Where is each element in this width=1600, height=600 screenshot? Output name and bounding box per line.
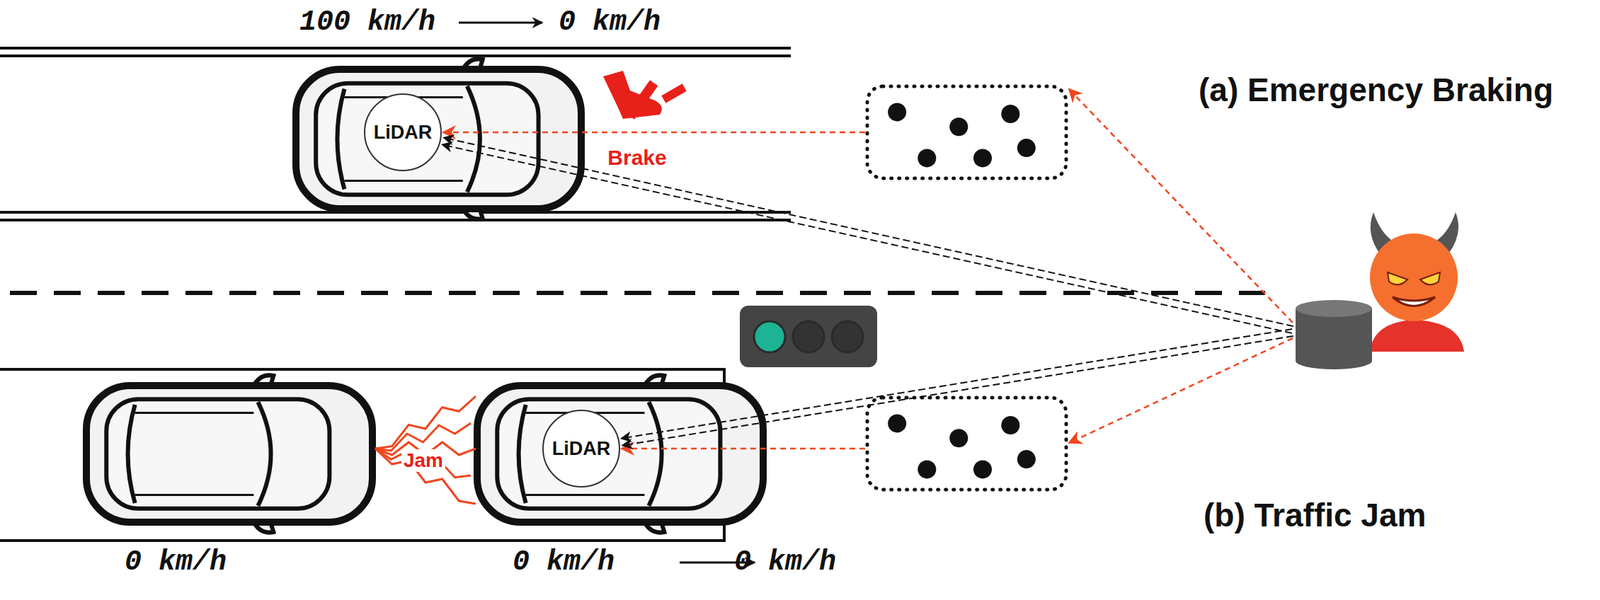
injection-arrow: [1069, 338, 1293, 444]
brake-icon: [603, 70, 687, 120]
road-edge: [0, 54, 791, 58]
pedal-symbol: [661, 83, 687, 103]
sensor-label: LiDAR: [373, 121, 433, 144]
injection-arrow: [1069, 89, 1293, 323]
speed-arrow: [458, 21, 543, 25]
windshield: [648, 402, 662, 507]
devil-body: [1369, 320, 1465, 352]
laser-beam: [443, 138, 1294, 327]
road-edge: [0, 46, 791, 50]
speed-label: 0 km/h: [512, 546, 615, 580]
point-cloud: [867, 397, 1067, 490]
rear-window: [518, 404, 527, 504]
car-body: [477, 385, 764, 523]
speed-label: 100 km/h: [299, 6, 436, 39]
car-cabin: [106, 399, 330, 509]
point: [973, 460, 992, 479]
roof-line: [135, 413, 255, 496]
point: [887, 102, 907, 122]
lamp: [831, 321, 864, 353]
car: [477, 375, 764, 533]
devil-eye: [1420, 272, 1440, 285]
zigzag: [375, 423, 471, 451]
lidar-sensor: LiDAR: [542, 409, 621, 488]
pedal-symbol: [626, 80, 659, 120]
action-label: Brake: [607, 145, 667, 171]
lamp: [792, 321, 825, 353]
spoofed-points-arrow: [621, 448, 866, 451]
point: [1001, 416, 1020, 435]
action-label: Jam: [401, 449, 446, 473]
dotted-box: [867, 86, 1067, 179]
point: [1017, 450, 1036, 469]
road-edge: [0, 218, 791, 222]
car-cabin: [496, 399, 720, 509]
scenario-title: (b) Traffic Jam: [1203, 496, 1426, 535]
lane-divider: [9, 290, 1266, 296]
point: [1001, 104, 1020, 124]
sensor-label: LiDAR: [552, 438, 611, 461]
scenario-title: (a) Emergency Braking: [1198, 71, 1554, 110]
lidar-sensor: LiDAR: [363, 93, 442, 172]
point-cloud: [867, 86, 1067, 179]
car-body: [86, 385, 373, 523]
device-top: [1295, 300, 1373, 318]
car: [86, 375, 373, 533]
car-cabin: [315, 83, 539, 196]
point: [1017, 138, 1036, 158]
laser-beam: [620, 329, 1293, 439]
point: [887, 414, 907, 433]
devil-head: [1369, 233, 1458, 322]
point: [949, 117, 968, 136]
traffic-light: [739, 305, 878, 368]
point: [917, 460, 936, 479]
speed-label: 0 km/h: [124, 546, 227, 580]
point: [949, 429, 968, 448]
jam-burst: [375, 396, 476, 505]
attacker: [1295, 212, 1465, 370]
rear-window: [336, 89, 345, 190]
windshield: [257, 402, 271, 507]
laser-beam: [622, 336, 1294, 447]
laser-beam: [442, 144, 1293, 333]
boot-symbol: [603, 70, 662, 119]
speed-label: 0 km/h: [734, 546, 837, 580]
spoofed-points-arrow: [443, 131, 866, 134]
point: [917, 148, 936, 168]
lamp: [753, 321, 786, 353]
zigzag: [375, 448, 476, 505]
windshield: [467, 86, 480, 193]
traffic-light-body: [739, 305, 878, 368]
devil-eye: [1387, 272, 1408, 285]
car: [295, 58, 582, 219]
rear-window: [128, 404, 136, 504]
point: [973, 148, 992, 168]
attack-device: [1295, 300, 1373, 370]
roads: [0, 48, 1266, 541]
car-body: [295, 69, 582, 209]
dotted-box: [867, 397, 1067, 490]
device-body: [1295, 308, 1373, 370]
speed-label: 0 km/h: [558, 6, 661, 39]
devil-grin: [1392, 297, 1436, 307]
